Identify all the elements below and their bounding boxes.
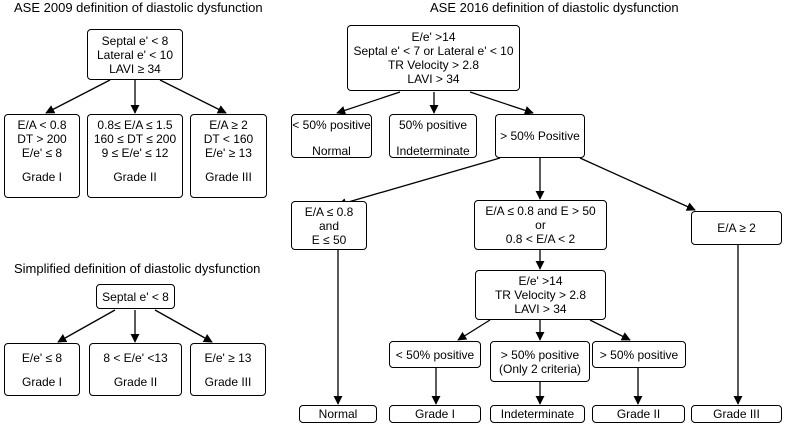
outcome-grade2: Grade II xyxy=(592,405,685,423)
sub-lt50-box: < 50% positive xyxy=(389,341,481,368)
criteria-line: 0.8≤ E/A ≤ 1.5 xyxy=(97,118,173,132)
grade-label: Grade I xyxy=(21,170,63,184)
ase2009-grade1-box: E/A < 0.8 DT > 200 E/e' ≤ 8 Grade I xyxy=(4,114,80,198)
arrow-2009-to-grade3 xyxy=(159,79,227,114)
ea-low-line: E ≤ 50 xyxy=(311,232,347,247)
arrow-2016-to-gt50 xyxy=(469,91,534,115)
ase2016-root-line: TR Velocity > 2.8 xyxy=(387,58,480,72)
second-criteria-line: LAVI > 34 xyxy=(514,302,567,316)
ea-mid-line: or xyxy=(535,218,546,232)
arrow-second-to-sub-gt50 xyxy=(589,319,631,341)
sub-2crit-box: > 50% positive (Only 2 criteria) xyxy=(490,341,590,382)
outcome-label: Normal xyxy=(318,407,358,421)
arrow-simplified-to-grade1 xyxy=(57,309,116,343)
ea-low-line: and xyxy=(318,218,340,233)
arrow-simplified-to-grade3 xyxy=(154,309,213,343)
ase2016-root-line: LAVI > 34 xyxy=(407,72,460,86)
gt50-label: > 50% Positive xyxy=(500,129,580,143)
ase2016-root-line: E/e' >14 xyxy=(411,30,456,44)
second-criteria-box: E/e' >14 TR Velocity > 2.8 LAVI > 34 xyxy=(475,270,606,320)
ea-mid-line: E/A ≤ 0.8 and E > 50 xyxy=(485,204,596,218)
outcome-label: Indeterminate xyxy=(500,407,575,421)
grade-label: Grade I xyxy=(21,374,63,389)
outcome-label: Grade I xyxy=(414,407,456,421)
criteria-line: DT < 160 xyxy=(203,132,254,146)
grade-label: Grade II xyxy=(113,374,158,389)
sub-2crit-line: (Only 2 criteria) xyxy=(498,361,581,376)
ase2016-root-line: Septal e' < 7 or Lateral e' < 10 xyxy=(353,44,514,58)
criteria-line: E/e' ≤ 8 xyxy=(21,146,63,160)
arrow-second-to-sub-lt50 xyxy=(457,319,491,341)
gt50-box: > 50% Positive xyxy=(495,114,585,158)
ase2009-root-line: Septal e' < 8 xyxy=(101,33,169,48)
lt50-outcome: Normal xyxy=(312,144,351,158)
outcome-normal: Normal xyxy=(299,405,377,423)
second-criteria-line: E/e' >14 xyxy=(518,274,563,288)
ase2009-root-box: Septal e' < 8 Lateral e' < 10 LAVI ≥ 34 xyxy=(87,29,183,80)
simplified-grade3-box: E/e' ≥ 13 Grade III xyxy=(190,343,266,396)
ea-low-box: E/A ≤ 0.8 and E ≤ 50 xyxy=(291,201,367,250)
criteria-line: 9 ≤ E/e' ≤ 12 xyxy=(101,146,169,160)
eq50-label: 50% positive xyxy=(398,118,468,132)
criteria-line: E/A < 0.8 xyxy=(17,118,67,132)
sub-gt50-box: > 50% positive xyxy=(592,341,686,368)
outcome-grade3: Grade III xyxy=(691,405,782,423)
sub-lt50-label: < 50% positive xyxy=(395,347,475,362)
eq50-outcome: Indeterminate xyxy=(396,144,470,158)
arrow-2016-to-lt50 xyxy=(336,91,401,115)
outcome-indeterminate: Indeterminate xyxy=(490,405,585,423)
outcome-label: Grade III xyxy=(713,407,760,421)
grade-label: Grade III xyxy=(205,170,252,184)
criteria-line: E/e' ≥ 13 xyxy=(205,146,252,160)
ase2016-title: ASE 2016 definition of diastolic dysfunc… xyxy=(430,0,679,15)
ase2009-grade2-box: 0.8≤ E/A ≤ 1.5 160 ≤ DT ≤ 200 9 ≤ E/e' ≤… xyxy=(87,114,183,198)
ase2009-root-line: LAVI ≥ 34 xyxy=(109,61,161,76)
arrow-gt50-to-ea-high xyxy=(579,157,696,211)
sub-gt50-label: > 50% positive xyxy=(599,347,679,362)
lt50-label: < 50% positive xyxy=(292,118,371,132)
second-criteria-line: TR Velocity > 2.8 xyxy=(494,288,587,302)
ea-low-line: E/A ≤ 0.8 xyxy=(304,204,354,219)
eq50-box: 50% positive Indeterminate xyxy=(389,114,477,158)
ase2009-title: ASE 2009 definition of diastolic dysfunc… xyxy=(14,0,263,15)
arrow-gt50-to-ea-low xyxy=(337,157,501,208)
outcome-label: Grade II xyxy=(616,407,661,421)
outcome-grade1: Grade I xyxy=(389,405,481,423)
ea-high-label: E/A ≥ 2 xyxy=(717,221,756,235)
ea-mid-box: E/A ≤ 0.8 and E > 50 or 0.8 < E/A < 2 xyxy=(474,200,607,250)
grade-label: Grade II xyxy=(113,170,157,184)
simplified-root-box: Septal e' < 8 xyxy=(96,284,175,309)
simplified-title: Simplified definition of diastolic dysfu… xyxy=(14,261,261,276)
criteria-line: DT > 200 xyxy=(17,132,67,146)
grade-label: Grade III xyxy=(204,374,252,389)
criteria-line: 8 < E/e' <13 xyxy=(103,350,168,365)
ase2009-grade3-box: E/A ≥ 2 DT < 160 E/e' ≥ 13 Grade III xyxy=(190,114,267,198)
arrow-2009-to-grade1 xyxy=(45,79,111,114)
simplified-grade1-box: E/e' ≤ 8 Grade I xyxy=(4,343,80,396)
ase2009-root-line: Lateral e' < 10 xyxy=(96,47,173,62)
lt50-box: < 50% positive Normal xyxy=(291,114,372,158)
criteria-line: 160 ≤ DT ≤ 200 xyxy=(93,132,177,146)
criteria-line: E/e' ≤ 8 xyxy=(21,350,63,365)
ase2016-root-box: E/e' >14 Septal e' < 7 or Lateral e' < 1… xyxy=(347,25,520,91)
criteria-line: E/A ≥ 2 xyxy=(209,118,248,132)
ea-mid-line: 0.8 < E/A < 2 xyxy=(505,232,576,246)
simplified-root-label: Septal e' < 8 xyxy=(102,289,169,304)
sub-2crit-line: > 50% positive xyxy=(500,347,580,362)
criteria-line: E/e' ≥ 13 xyxy=(204,350,252,365)
ea-high-box: E/A ≥ 2 xyxy=(691,211,782,245)
simplified-grade2-box: 8 < E/e' <13 Grade II xyxy=(89,343,182,396)
